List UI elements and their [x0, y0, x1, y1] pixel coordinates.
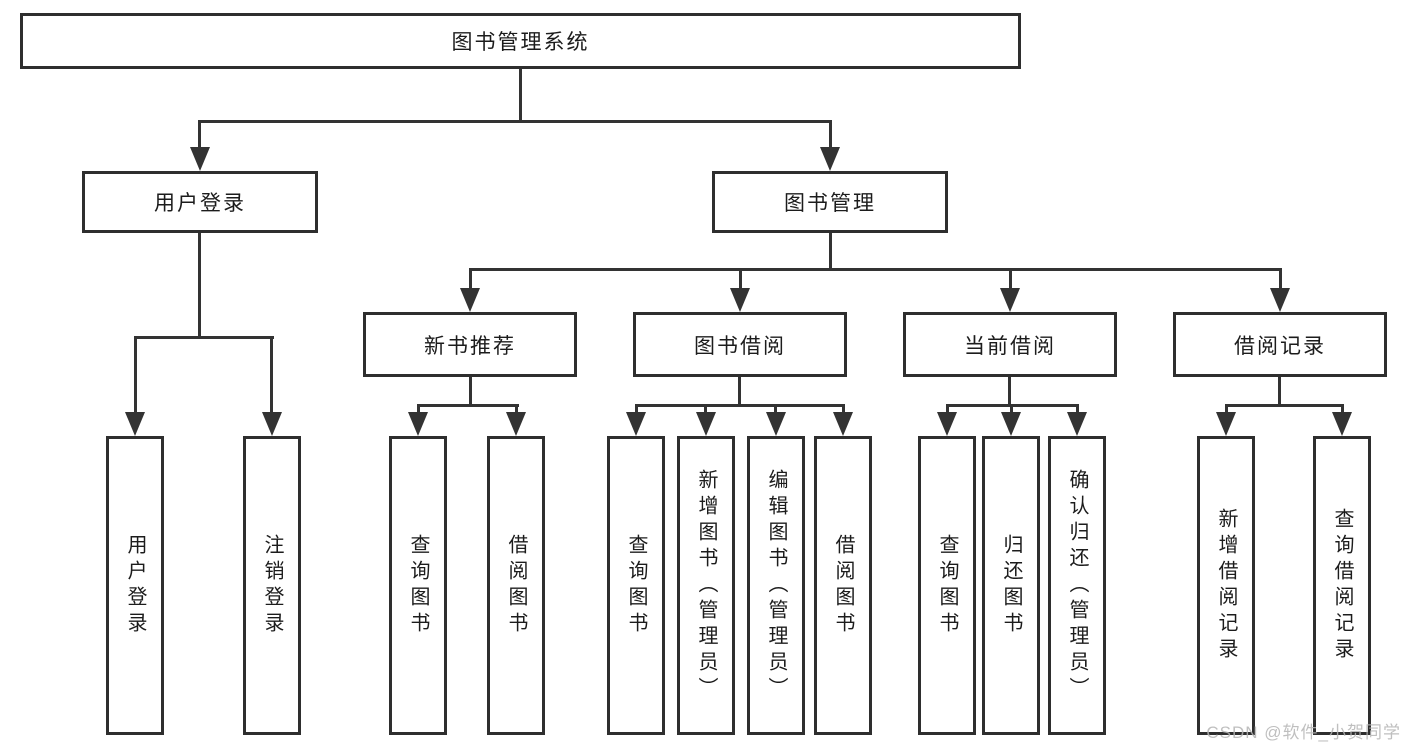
arrow-down-icon: [190, 147, 210, 171]
leaf-current-query-books: 查询图书: [918, 436, 976, 735]
connector-line: [1076, 404, 1079, 416]
watermark: CSDN @软件_小贺同学: [1206, 723, 1401, 742]
arrow-down-icon: [696, 412, 716, 436]
leaf-borrow-edit-books-label: 编辑图书（管理员）: [765, 468, 787, 703]
connector-line: [469, 268, 472, 292]
connector-line: [469, 377, 472, 407]
node-book-management: 图书管理: [712, 171, 948, 233]
leaf-user-login-label: 用户登录: [124, 533, 146, 638]
leaf-records-add-record: 新增借阅记录: [1197, 436, 1255, 735]
leaf-borrow-borrow-books-label: 借阅图书: [832, 533, 854, 638]
connector-line: [134, 336, 137, 414]
leaf-logout: 注销登录: [243, 436, 301, 735]
connector-line: [1341, 404, 1344, 416]
leaf-user-login: 用户登录: [106, 436, 164, 735]
leaf-current-return-books-label: 归还图书: [1000, 533, 1022, 638]
leaf-borrow-borrow-books: 借阅图书: [814, 436, 872, 735]
connector-line: [417, 404, 420, 416]
connector-line: [270, 336, 273, 414]
leaf-records-add-record-label: 新增借阅记录: [1215, 507, 1237, 664]
leaf-borrow-add-books: 新增图书（管理员）: [677, 436, 735, 735]
leaf-recommend-query-books-label: 查询图书: [407, 533, 429, 638]
connector-line: [704, 404, 707, 416]
node-root-label: 图书管理系统: [451, 31, 590, 54]
node-current-borrow-label: 当前借阅: [964, 334, 1056, 358]
connector-line: [198, 233, 201, 339]
connector-line: [635, 404, 845, 407]
node-new-book-recommend: 新书推荐: [363, 312, 577, 377]
leaf-borrow-add-books-label: 新增图书（管理员）: [695, 468, 717, 703]
arrow-down-icon: [1001, 412, 1021, 436]
connector-line: [1279, 268, 1282, 292]
connector-line: [198, 120, 201, 150]
leaf-current-confirm-return-label: 确认归还（管理员）: [1066, 468, 1088, 703]
leaf-current-query-books-label: 查询图书: [936, 533, 958, 638]
leaf-recommend-borrow-books: 借阅图书: [487, 436, 545, 735]
connector-line: [829, 120, 832, 150]
arrow-down-icon: [1000, 288, 1020, 312]
connector-line: [842, 404, 845, 416]
node-book-management-label: 图书管理: [784, 192, 876, 215]
arrow-down-icon: [125, 412, 145, 436]
arrow-down-icon: [833, 412, 853, 436]
connector-line: [1225, 404, 1228, 416]
leaf-borrow-query-books: 查询图书: [607, 436, 665, 735]
arrow-down-icon: [460, 288, 480, 312]
node-current-borrow: 当前借阅: [903, 312, 1117, 377]
leaf-records-query-record-label: 查询借阅记录: [1331, 507, 1353, 664]
leaf-current-return-books: 归还图书: [982, 436, 1040, 735]
connector-line: [469, 268, 1282, 271]
node-borrow-records-label: 借阅记录: [1234, 334, 1326, 358]
connector-line: [515, 404, 518, 416]
connector-line: [774, 404, 777, 416]
connector-line: [1010, 404, 1013, 416]
node-user-login: 用户登录: [82, 171, 318, 233]
node-user-login-label: 用户登录: [154, 192, 246, 215]
arrow-down-icon: [1216, 412, 1236, 436]
arrow-down-icon: [820, 147, 840, 171]
arrow-down-icon: [730, 288, 750, 312]
arrow-down-icon: [262, 412, 282, 436]
arrow-down-icon: [408, 412, 428, 436]
connector-line: [134, 336, 274, 339]
arrow-down-icon: [766, 412, 786, 436]
connector-line: [829, 233, 832, 271]
node-new-book-recommend-label: 新书推荐: [424, 334, 516, 358]
leaf-borrow-edit-books: 编辑图书（管理员）: [747, 436, 805, 735]
connector-line: [519, 68, 522, 123]
node-book-borrow: 图书借阅: [633, 312, 847, 377]
arrow-down-icon: [626, 412, 646, 436]
arrow-down-icon: [506, 412, 526, 436]
leaf-logout-label: 注销登录: [261, 533, 283, 638]
leaf-current-confirm-return: 确认归还（管理员）: [1048, 436, 1106, 735]
arrow-down-icon: [1270, 288, 1290, 312]
leaf-recommend-query-books: 查询图书: [389, 436, 447, 735]
connector-line: [1225, 404, 1344, 407]
node-borrow-records: 借阅记录: [1173, 312, 1387, 377]
connector-line: [1008, 377, 1011, 407]
connector-line: [1009, 268, 1012, 292]
arrow-down-icon: [1332, 412, 1352, 436]
leaf-recommend-borrow-books-label: 借阅图书: [505, 533, 527, 638]
connector-line: [946, 404, 949, 416]
leaf-records-query-record: 查询借阅记录: [1313, 436, 1371, 735]
node-book-borrow-label: 图书借阅: [694, 334, 786, 358]
node-root: 图书管理系统: [20, 13, 1021, 69]
connector-line: [417, 404, 519, 407]
arrow-down-icon: [937, 412, 957, 436]
connector-line: [635, 404, 638, 416]
connector-line: [738, 377, 741, 407]
leaf-borrow-query-books-label: 查询图书: [625, 533, 647, 638]
connector-line: [198, 120, 832, 123]
arrow-down-icon: [1067, 412, 1087, 436]
connector-line: [739, 268, 742, 292]
connector-line: [1278, 377, 1281, 407]
